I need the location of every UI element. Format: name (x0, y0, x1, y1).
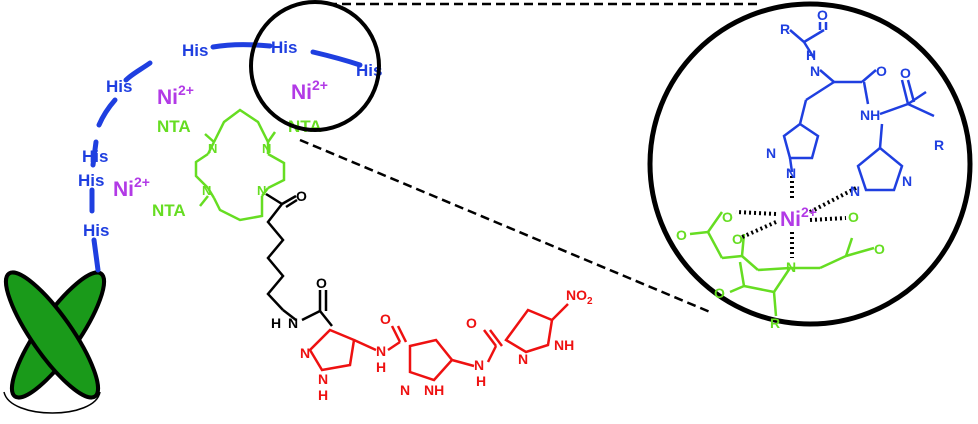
nickel-ion: Ni2+ (113, 174, 150, 201)
carbonyl-o: O (817, 7, 828, 23)
r-group: R (770, 315, 780, 331)
ring-n-atom: N (902, 173, 912, 189)
nickel-ion: Ni2+ (291, 77, 328, 104)
carbonyl-o: O (900, 65, 911, 81)
amide-h: H (271, 315, 281, 331)
alkyl-linker (265, 192, 333, 327)
amide-h: H (376, 359, 386, 375)
ring-n-atom: N (518, 351, 528, 367)
amide-n: N (376, 343, 386, 359)
ring-n-atom: N (300, 345, 310, 361)
nitro-group: NO2 (566, 287, 593, 307)
r-group: R (934, 137, 944, 153)
ring-nh-atom: NH (554, 337, 574, 353)
small-zoom-circle (249, 0, 381, 132)
amide-n: N (474, 357, 484, 373)
ring-n-atom: N (257, 183, 266, 198)
zoom-callout (249, 0, 973, 327)
nta-labels: NTA NTA NTA (152, 117, 322, 220)
carboxylate-o: O (714, 285, 725, 301)
ring-h-atom: H (318, 387, 328, 403)
amide-nh: NH (860, 107, 880, 123)
amide-n: N (810, 63, 820, 79)
dna-helix-icon (3, 270, 107, 414)
his-label: His (356, 61, 382, 80)
linker-atoms: O N H O (271, 188, 327, 331)
ring-n-atom: N (850, 183, 860, 199)
zoom-nta (689, 211, 875, 317)
nickel-ions: Ni2+ Ni2+ Ni2+ (113, 77, 328, 201)
carboxylate-o: O (848, 209, 859, 225)
ring-n-atom: N (766, 145, 776, 161)
carbonyl-o: O (296, 188, 307, 204)
his-tag-chain (89, 42, 363, 273)
ring-n-atom: N (202, 183, 211, 198)
cyclam-n-atoms: N N N N (202, 141, 271, 198)
carbonyl-o: O (316, 275, 327, 291)
large-zoom-circle (647, 1, 973, 327)
his-labels: His His His His His His His (78, 38, 382, 240)
his-label: His (83, 221, 109, 240)
amide-n: N (288, 315, 298, 331)
zoom-peptide (782, 22, 935, 192)
carboxylate-o: O (874, 241, 885, 257)
ring-n-atom: N (786, 165, 796, 181)
ring-n-atom: N (262, 141, 271, 156)
nta-label: NTA (157, 117, 191, 136)
ring-n-atom: N (318, 371, 328, 387)
cyclam-macrocycle (194, 108, 286, 222)
his-label: His (82, 147, 108, 166)
zoom-atoms: R O H N O NH O R N N N N Ni2+ O O O O O … (676, 7, 944, 331)
carbonyl-o: O (380, 311, 391, 327)
his-label: His (182, 41, 208, 60)
his-label: His (106, 77, 132, 96)
pyrazole-trimer (308, 303, 569, 382)
carboxylate-o: O (722, 209, 733, 225)
carboxylate-o: O (732, 231, 743, 247)
carbonyl-o: O (876, 63, 887, 79)
ring-nh-atom: NH (424, 382, 444, 398)
amine-n: N (786, 259, 796, 275)
ring-n-atom: N (400, 382, 410, 398)
ring-n-atom: N (208, 141, 217, 156)
his-label: His (271, 38, 297, 57)
carbonyl-o: O (466, 315, 477, 331)
zoom-coordination-bonds (735, 176, 857, 258)
carboxylate-o: O (676, 227, 687, 243)
amide-h: H (476, 373, 486, 389)
r-group: R (780, 21, 790, 37)
nta-label: NTA (152, 201, 186, 220)
nickel-center: Ni2+ (780, 204, 817, 231)
nickel-ion: Ni2+ (157, 82, 194, 109)
pyrazole-atoms: N N H N H O N NH N H O N NH NO2 (300, 287, 593, 403)
amide-h: H (806, 47, 816, 63)
his-label: His (78, 171, 104, 190)
